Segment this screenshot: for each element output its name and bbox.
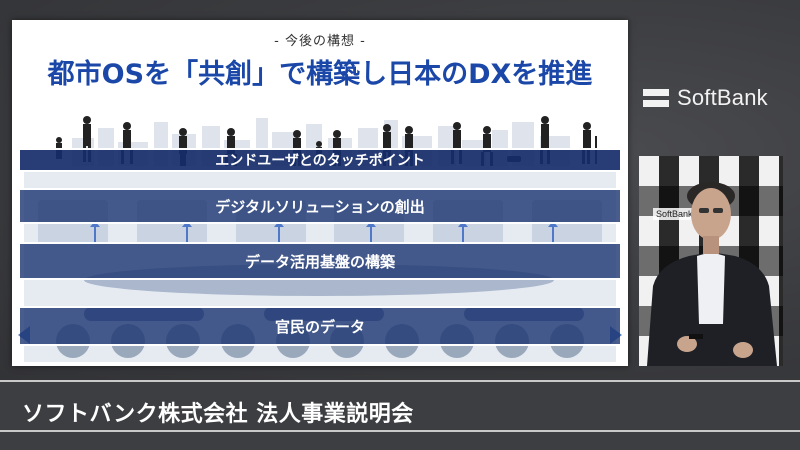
band-digital-solutions: デジタルソリューションの創出 <box>20 188 620 224</box>
up-arrow-icon <box>274 221 284 242</box>
up-arrow-icon <box>458 221 468 242</box>
band-data-platform: データ活用基盤の構築 <box>20 242 620 280</box>
event-caption: ソフトバンク株式会社 法人事業説明会 <box>22 402 414 427</box>
up-arrow-icon <box>366 221 376 242</box>
slide-title: 都市OSを「共創」で構築し日本のDXを推進 <box>47 59 593 90</box>
softbank-bars-icon <box>643 89 669 107</box>
presentation-slide: - 今後の構想 - 都市OSを「共創」で構築し日本のDXを推進 <box>12 20 628 366</box>
logo-wordmark: SoftBank <box>677 85 768 110</box>
caption-divider <box>0 430 800 432</box>
presenter-video-feed: SoftBank <box>639 156 783 366</box>
up-arrow-icon <box>548 221 558 242</box>
up-arrow-icon <box>90 221 100 242</box>
band-public-private-data: 官民のデータ <box>20 306 620 346</box>
band-touchpoint: エンドユーザとのタッチポイント <box>20 148 620 172</box>
caption-bar <box>0 380 800 450</box>
slide-subtitle: - 今後の構想 - <box>274 34 366 49</box>
softbank-logo: SoftBank <box>643 84 793 112</box>
backdrop-logo-text: SoftBank <box>653 208 696 220</box>
up-arrow-icon <box>182 221 192 242</box>
presenter-figure <box>647 182 777 366</box>
